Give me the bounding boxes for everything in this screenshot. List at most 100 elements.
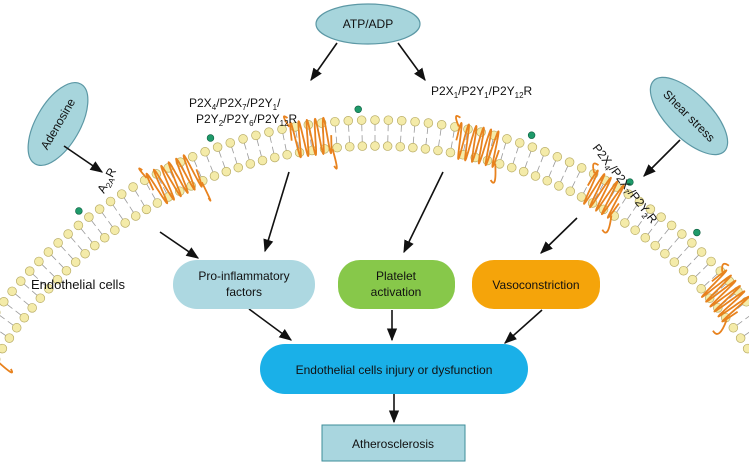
- receptor-left-1: [145, 154, 203, 205]
- lipid-head: [623, 189, 634, 199]
- lipid-head: [70, 257, 81, 267]
- receptor-right-1-c-tail: [601, 215, 613, 234]
- lipid-head: [669, 257, 680, 267]
- arrow-atp-to-middle-receptors: [397, 42, 426, 82]
- receptor-middle-n-tail: [455, 115, 461, 127]
- receptors-right-label: P2X4/P2X7/P2Y2R: [588, 141, 660, 227]
- atp-adp-node: ATP/ADP: [315, 3, 421, 45]
- lipid-head: [420, 144, 431, 154]
- lipid-head: [396, 116, 407, 126]
- ligand-dot: [75, 207, 83, 215]
- ligand-dots: [75, 105, 701, 237]
- lipid-head: [382, 141, 393, 151]
- atherosclerosis-label: Atherosclerosis: [352, 437, 434, 451]
- platelet-line2: activation: [371, 285, 422, 299]
- arrow-left-to-proinflammatory: [263, 171, 290, 253]
- lipid-head: [187, 152, 198, 162]
- arrow-a2a-to-proinflammatory: [159, 231, 200, 259]
- lipid-head: [343, 116, 354, 126]
- lipid-head: [332, 142, 342, 153]
- receptor-left-2: [289, 116, 333, 159]
- receptor-left-2-n-tail: [283, 115, 290, 128]
- lipid-head: [506, 162, 517, 173]
- lipid-head: [270, 152, 280, 163]
- lipid-head: [120, 218, 130, 228]
- platelet-line1: Platelet: [376, 269, 417, 283]
- lipid-head: [706, 256, 716, 267]
- lipid-head: [728, 323, 739, 333]
- arrow-right-to-vasoconstriction: [540, 217, 578, 254]
- lipid-head: [233, 162, 244, 173]
- platelet-activation-node: Platelet activation: [338, 260, 455, 309]
- lipid-head: [141, 204, 152, 215]
- ligand-dot: [206, 134, 215, 142]
- receptor-right-2: [701, 269, 749, 323]
- lipid-head: [61, 265, 72, 276]
- lipid-head: [634, 196, 645, 207]
- cell-type-label: Endothelial cells: [31, 277, 125, 292]
- lipid-head: [27, 303, 37, 313]
- lipid-head: [630, 225, 640, 235]
- ligand-dot: [693, 228, 701, 237]
- lipid-head: [330, 116, 340, 127]
- lipid-head: [678, 265, 689, 276]
- lipid-head: [94, 204, 105, 214]
- lipid-head: [344, 141, 355, 152]
- lipid-head: [209, 171, 220, 181]
- lipid-head: [696, 247, 707, 257]
- lipid-tail: [0, 315, 5, 320]
- receptors-left-label-line1: P2X4/P2X7/P2Y1/: [189, 96, 281, 112]
- receptors-left-label-line2: P2Y2/P2Y6/P2Y12R: [196, 112, 298, 128]
- arrow-adenosine-to-a2a: [63, 145, 104, 173]
- lipid-head: [44, 284, 54, 294]
- lipid-head: [277, 124, 287, 135]
- lipid-head: [395, 141, 406, 152]
- lipid-head: [99, 233, 110, 243]
- lipid-head: [264, 127, 274, 137]
- atp-adp-label: ATP/ADP: [343, 17, 393, 31]
- receptor-right-2-n-tail: [721, 262, 730, 272]
- lipid-head: [687, 274, 698, 285]
- receptor-right-1-n-tail: [592, 162, 600, 174]
- lipid-head: [677, 229, 687, 239]
- lipid-head: [445, 147, 456, 158]
- receptor-left-2-c-tail: [331, 148, 338, 170]
- adenosine-node: Adenosine: [27, 82, 89, 166]
- lipid-head: [540, 147, 550, 157]
- receptor-middle-c-tail: [489, 163, 497, 184]
- lipid-head: [527, 142, 538, 152]
- ligand-dot: [354, 105, 362, 113]
- lipid-head: [116, 189, 127, 199]
- lipid-head: [620, 218, 630, 228]
- lipid-head: [63, 229, 73, 239]
- lipid-head: [130, 211, 141, 221]
- arrows: [63, 42, 681, 424]
- dysfunction-node: Endothelial cells injury or dysfunction: [260, 344, 528, 394]
- lipid-head: [696, 284, 706, 294]
- lipid-head: [238, 134, 248, 144]
- lipid-head: [518, 166, 529, 177]
- lipid-head: [0, 297, 9, 307]
- lipid-head: [212, 142, 223, 152]
- receptor-right-1: [583, 169, 625, 219]
- lipid-head: [16, 276, 26, 286]
- pro-inflammatory-node: Pro-inflammatory factors: [173, 260, 315, 309]
- arrow-proinflammatory-to-dysfunction: [248, 308, 293, 341]
- receptor-a2a-c-tail: [0, 362, 14, 374]
- lipid-head: [43, 247, 54, 257]
- shear-stress-node: Shear stress: [649, 76, 729, 156]
- lipid-head: [576, 163, 587, 173]
- lipid-head: [24, 266, 35, 276]
- membrane-receptors: [0, 115, 749, 374]
- lipid-head: [640, 233, 651, 243]
- lipid-head: [225, 138, 236, 148]
- pro-inflammatory-line1: Pro-inflammatory: [198, 269, 289, 283]
- lipid-head: [514, 138, 525, 148]
- lipid-head: [19, 312, 30, 323]
- lipid-head: [687, 238, 697, 248]
- lipid-head: [650, 240, 660, 251]
- receptor-left-1-c-tail: [201, 181, 212, 202]
- lipid-head: [80, 248, 90, 259]
- lipid-head: [0, 343, 8, 354]
